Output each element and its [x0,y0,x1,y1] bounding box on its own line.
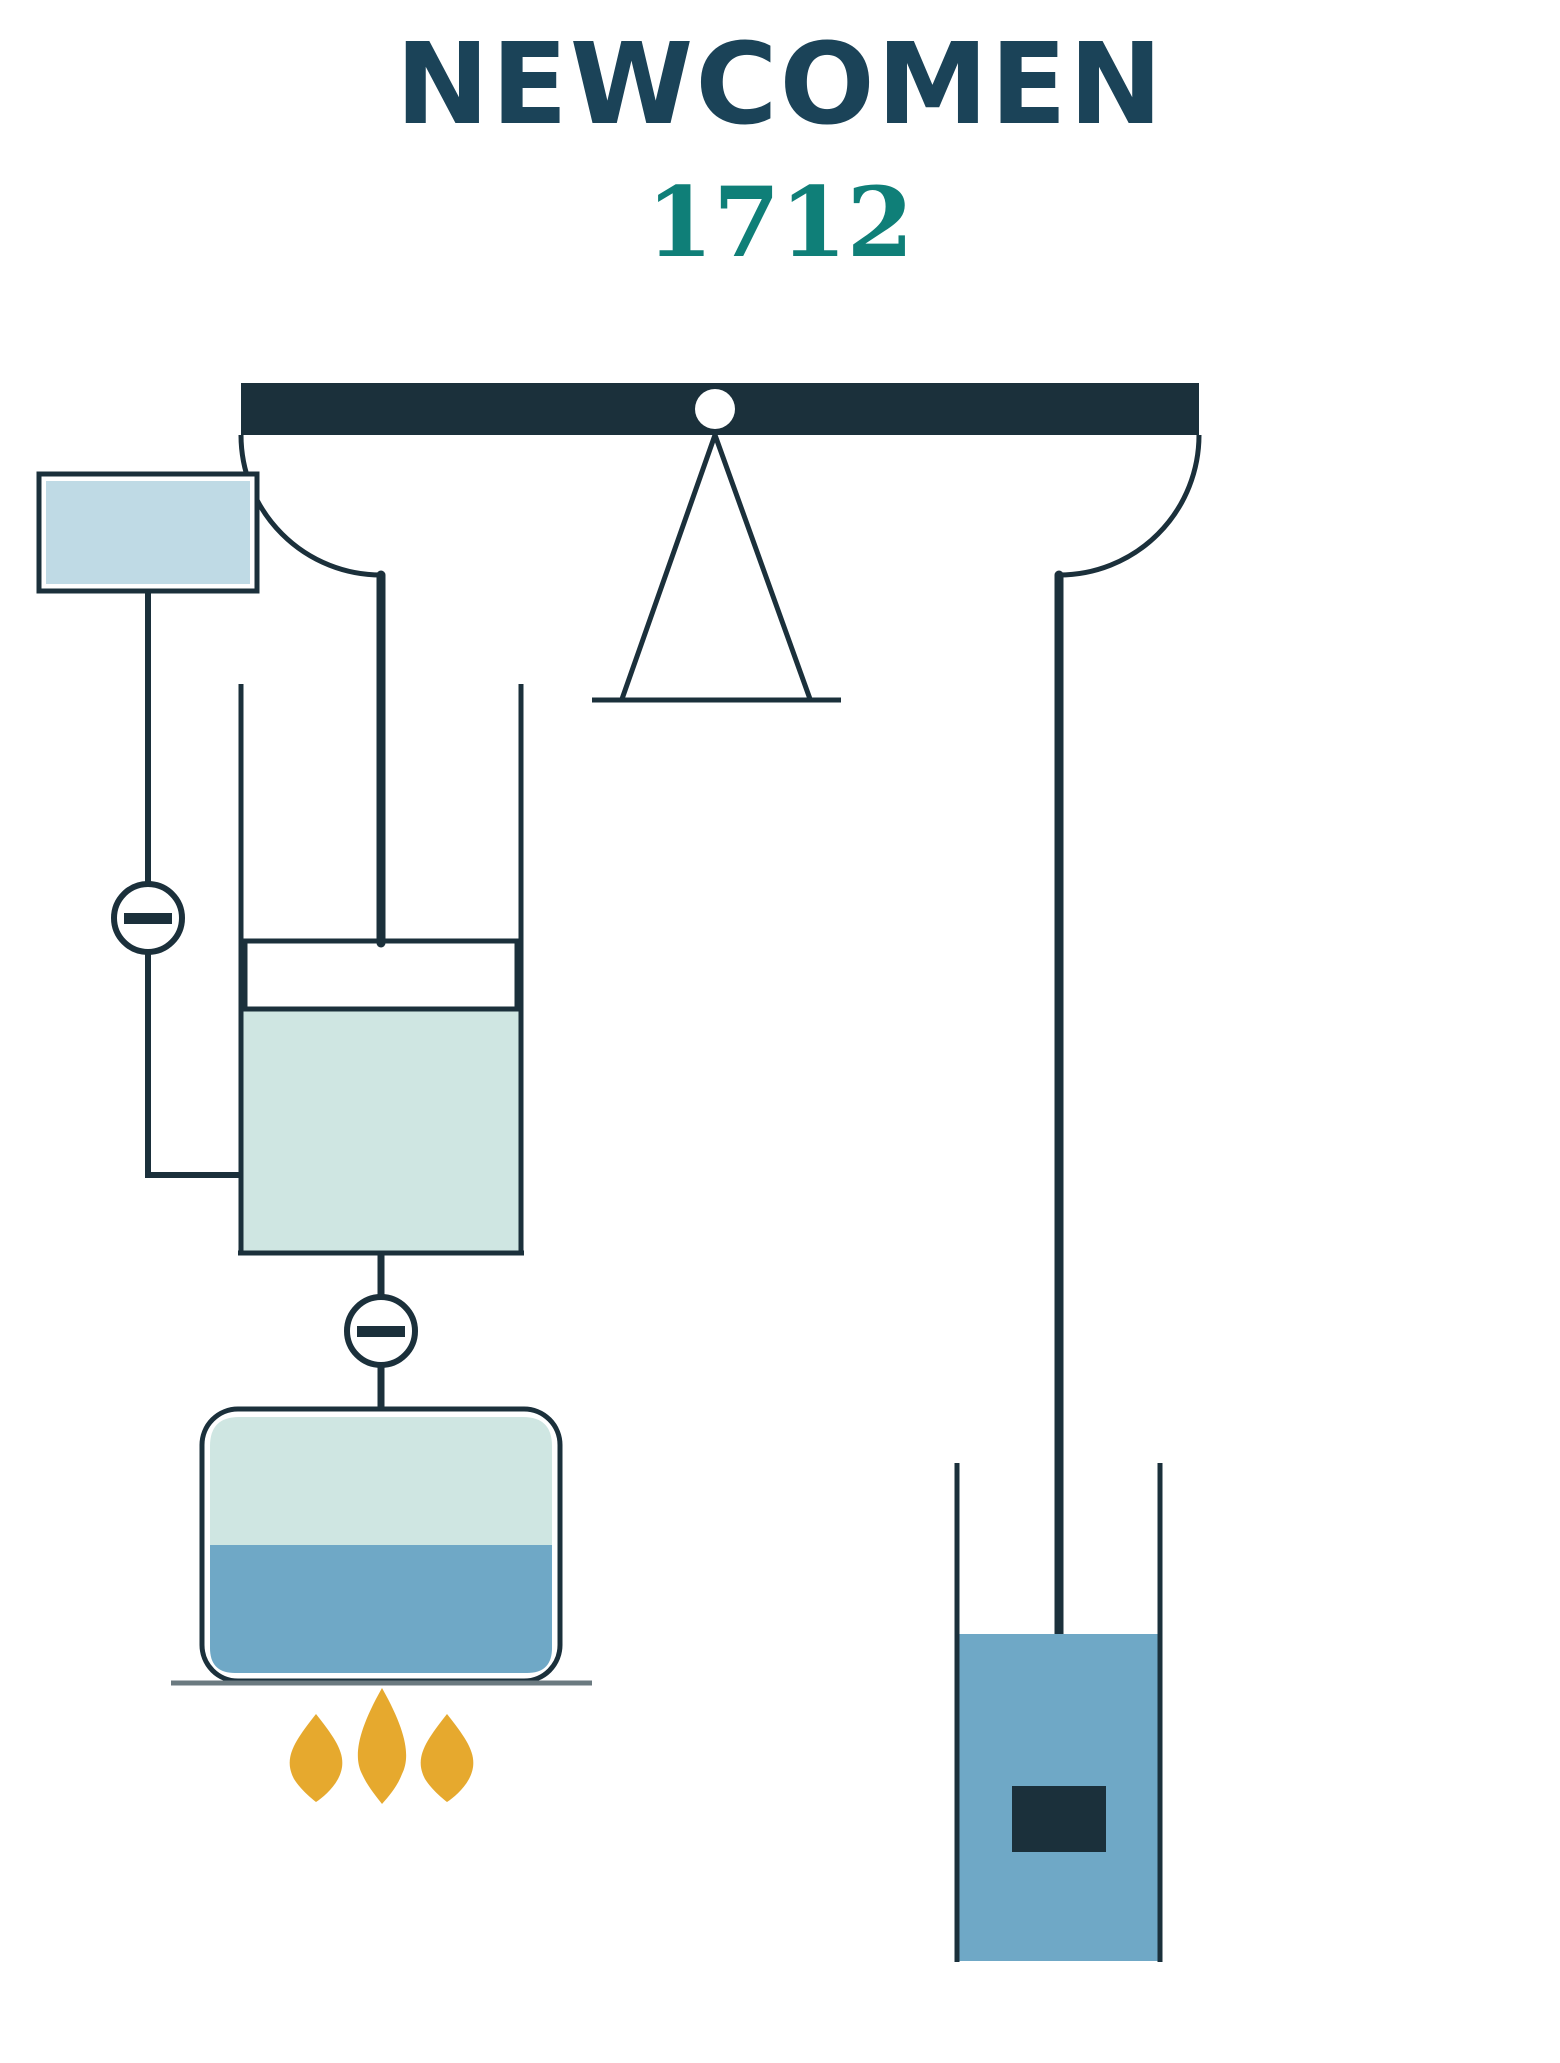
flames-icon [289,1688,474,1804]
diagram-year: 1712 [646,166,914,279]
left-arch-head [238,434,382,578]
pump-bucket [1012,1786,1106,1852]
boiler-steam [210,1417,552,1545]
cistern-water [46,481,250,584]
diagram-title: NEWCOMEN [395,20,1165,150]
boiler-water [210,1545,552,1673]
steam-valve-icon [344,1294,418,1368]
cylinder-steam [241,1010,521,1253]
piston [242,938,520,1012]
right-arch-head [1058,434,1202,578]
boiler [199,1406,563,1684]
beam-support-frame [592,434,841,703]
cold-water-pipe [145,591,241,1178]
water-valve-icon [111,881,185,955]
beam-pivot-icon [695,389,735,429]
